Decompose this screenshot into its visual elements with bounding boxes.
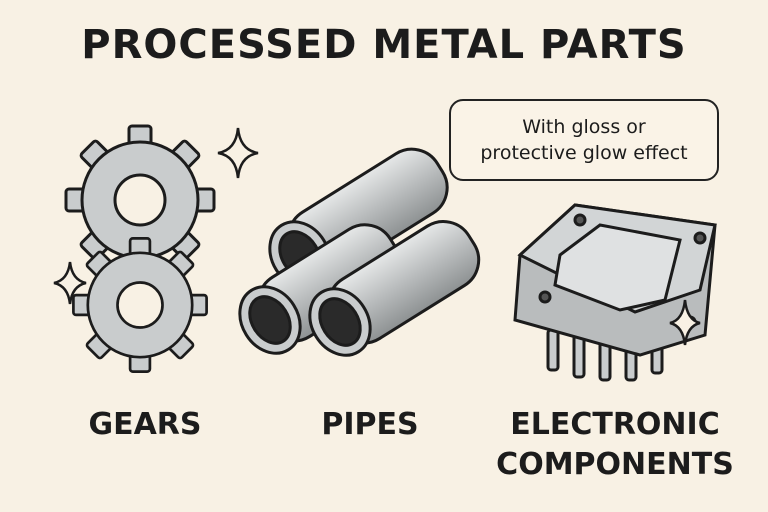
page-title: PROCESSED METAL PARTS (81, 22, 687, 68)
pipes-label: PIPES (321, 407, 419, 442)
sparkle-icon (217, 127, 259, 179)
gears-label: GEARS (88, 407, 202, 442)
sparkle-icon (669, 299, 701, 346)
callout-line-1: With gloss or (522, 116, 646, 138)
callout-line-2: protective glow effect (480, 142, 688, 164)
electronic-label-line-1: ELECTRONIC (510, 407, 720, 442)
sparkle-icon (53, 261, 87, 305)
gear-bottom-icon (72, 237, 208, 373)
chip-icon (513, 203, 717, 382)
pipes-icon (238, 147, 481, 357)
electronic-label-line-2: COMPONENTS (496, 447, 734, 482)
gloss-callout-box: With gloss or protective glow effect (449, 99, 719, 181)
